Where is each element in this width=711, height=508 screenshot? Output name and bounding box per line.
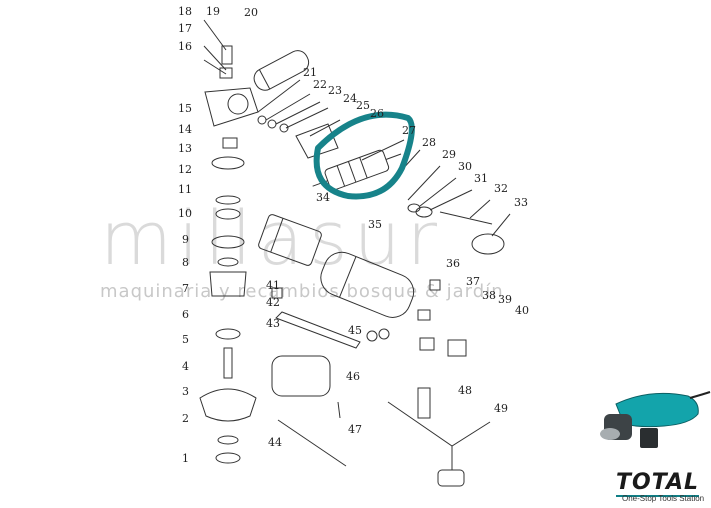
- part-label-30: 30: [458, 160, 472, 173]
- part-label-5: 5: [182, 333, 189, 346]
- part-shape-4: [223, 347, 233, 379]
- part-shape-43: [271, 355, 331, 397]
- part-label-6: 6: [182, 308, 189, 321]
- part-label-42: 42: [266, 296, 280, 309]
- part-shape-9: [211, 235, 245, 249]
- part-label-37: 37: [466, 275, 480, 288]
- part-shape-44: [277, 419, 347, 467]
- part-label-8: 8: [182, 256, 189, 269]
- part-label-40: 40: [515, 304, 529, 317]
- part-label-36: 36: [446, 257, 460, 270]
- part-label-39: 39: [498, 293, 512, 306]
- part-label-10: 10: [178, 207, 192, 220]
- part-label-26: 26: [370, 107, 384, 120]
- part-label-46: 46: [346, 370, 360, 383]
- part-shape-47: [337, 401, 341, 419]
- part-shape-17: [219, 67, 233, 79]
- part-label-2: 2: [182, 412, 189, 425]
- part-label-24: 24: [343, 92, 357, 105]
- part-label-33: 33: [514, 196, 528, 209]
- part-label-41: 41: [266, 279, 280, 292]
- part-label-21: 21: [303, 66, 317, 79]
- part-label-49: 49: [494, 402, 508, 415]
- part-shape-3: [199, 388, 257, 422]
- part-shape-26: [295, 123, 339, 159]
- part-shape-8: [217, 257, 239, 267]
- part-label-20: 20: [244, 6, 258, 19]
- part-label-13: 13: [178, 142, 192, 155]
- part-label-19: 19: [206, 5, 220, 18]
- part-label-18: 18: [178, 5, 192, 18]
- part-label-38: 38: [482, 289, 496, 302]
- part-label-29: 29: [442, 148, 456, 161]
- angle-grinder-photo: [600, 391, 711, 448]
- part-shape-49: [387, 401, 491, 470]
- part-shape-48: [417, 387, 431, 419]
- part-label-44: 44: [268, 436, 282, 449]
- part-label-25: 25: [356, 99, 370, 112]
- part-shape-2: [217, 435, 239, 445]
- part-label-22: 22: [313, 78, 327, 91]
- part-label-16: 16: [178, 40, 192, 53]
- part-label-9: 9: [182, 233, 189, 246]
- part-label-27: 27: [402, 124, 416, 137]
- part-shape-41: [271, 287, 283, 299]
- part-shape-7: [209, 271, 247, 297]
- watermark-tagline: maquinaria y recambios bosque & jardín: [100, 281, 504, 302]
- part-shape-1: [215, 452, 241, 464]
- part-shape-20: [253, 50, 310, 91]
- part-shape-31: [415, 206, 433, 218]
- part-shape-22: [257, 115, 267, 125]
- part-label-1: 1: [182, 452, 189, 465]
- part-shape-14: [222, 137, 238, 149]
- highlight-oval: [313, 111, 415, 200]
- part-shape-38: [417, 309, 431, 321]
- part-shape-15-bore: [227, 93, 249, 115]
- part-label-7: 7: [182, 282, 189, 295]
- brand-slogan: One-Stop Tools Station: [622, 494, 705, 503]
- part-label-32: 32: [494, 182, 508, 195]
- part-label-23: 23: [328, 84, 342, 97]
- part-shape-15-housing: [204, 87, 259, 127]
- part-label-11: 11: [178, 183, 192, 196]
- part-shape-10: [215, 208, 241, 220]
- part-shape-35: [320, 251, 415, 318]
- part-shape-45: [366, 330, 378, 342]
- part-shape-27: [312, 149, 402, 191]
- part-label-47: 47: [348, 423, 362, 436]
- part-shape-46: [378, 328, 390, 340]
- part-label-48: 48: [458, 384, 472, 397]
- part-label-4: 4: [182, 360, 189, 373]
- brand-logo: TOTAL: [616, 470, 700, 497]
- part-label-35: 35: [368, 218, 382, 231]
- part-label-12: 12: [178, 163, 192, 176]
- part-label-14: 14: [178, 123, 192, 136]
- part-shape-5: [215, 328, 241, 340]
- part-shape-40: [447, 339, 467, 357]
- part-label-3: 3: [182, 385, 189, 398]
- part-label-15: 15: [178, 102, 192, 115]
- part-shape-34: [258, 214, 322, 266]
- watermark-title: millasur: [100, 196, 443, 282]
- part-shape-40-a: [419, 337, 435, 351]
- part-label-31: 31: [474, 172, 488, 185]
- part-label-28: 28: [422, 136, 436, 149]
- part-shape-32: [439, 211, 493, 225]
- part-shape-19: [221, 45, 233, 65]
- part-label-43: 43: [266, 317, 280, 330]
- part-shape-24: [279, 123, 289, 133]
- part-shape-33: [471, 233, 505, 255]
- part-label-17: 17: [178, 22, 192, 35]
- part-shape-42: [275, 311, 361, 349]
- part-shape-49-plug: [437, 469, 465, 487]
- part-shape-11: [215, 195, 241, 205]
- part-label-45: 45: [348, 324, 362, 337]
- part-shape-23: [267, 119, 277, 129]
- part-shape-13: [211, 156, 245, 170]
- part-shape-36: [429, 279, 441, 291]
- part-label-34: 34: [316, 191, 330, 204]
